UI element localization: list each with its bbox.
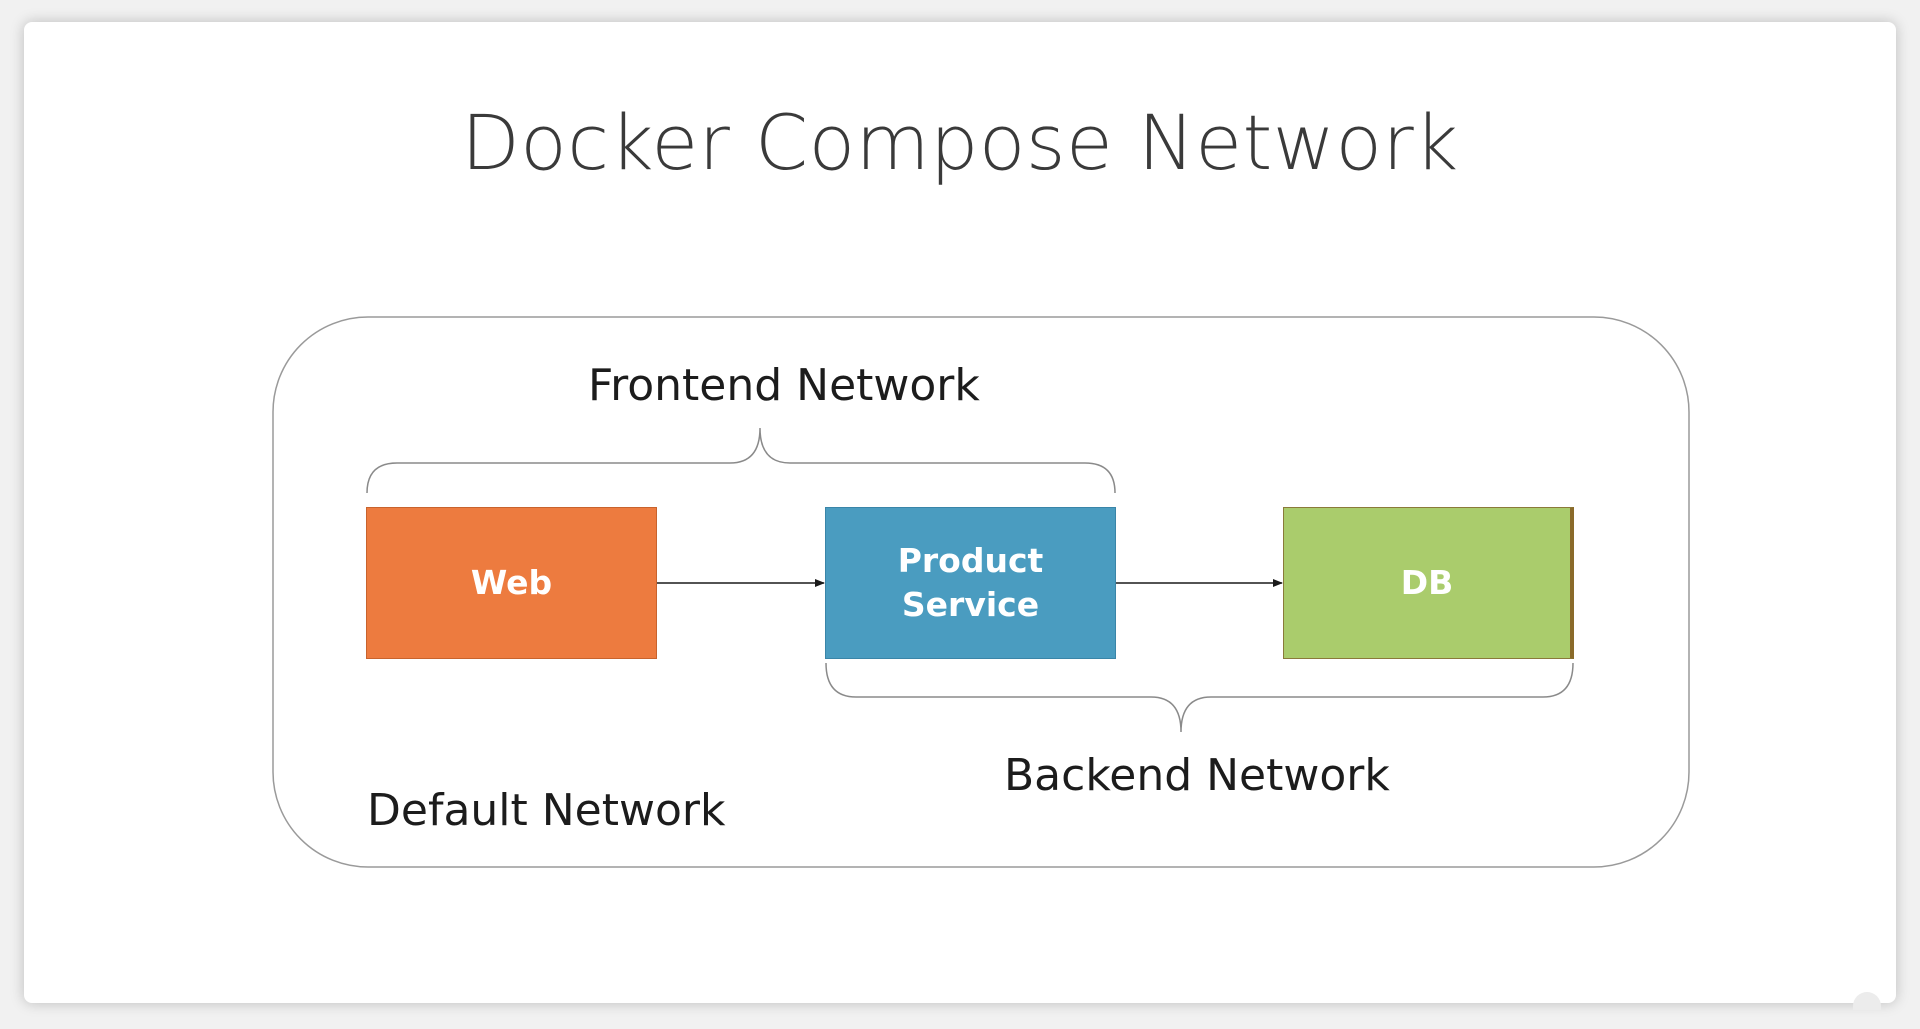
db-service-label: DB xyxy=(1400,563,1454,602)
product-service-label-line1: Product xyxy=(897,541,1044,580)
backend-network-label: Backend Network xyxy=(1004,750,1390,801)
backend-network-brace xyxy=(825,662,1574,733)
corner-fold-icon xyxy=(1853,992,1881,1010)
default-network-label: Default Network xyxy=(367,785,726,836)
default-network-outline xyxy=(272,316,1690,868)
product-service-label-line2: Service xyxy=(901,585,1040,624)
product-service-label: Product Service xyxy=(898,539,1044,627)
web-service-box: Web xyxy=(366,507,657,659)
frontend-network-brace xyxy=(366,427,1116,494)
frontend-network-label: Frontend Network xyxy=(588,360,980,411)
db-service-box: DB xyxy=(1283,507,1574,659)
product-service-box: Product Service xyxy=(825,507,1116,659)
slide-title: Docker Compose Network xyxy=(461,98,1459,187)
web-service-label: Web xyxy=(470,563,553,602)
